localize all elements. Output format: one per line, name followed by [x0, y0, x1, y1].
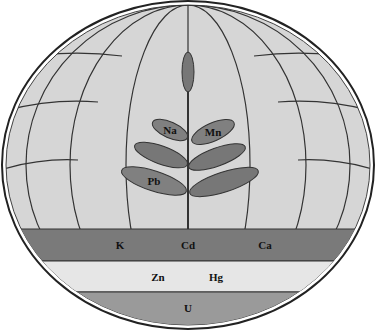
element-label: K: [116, 239, 125, 251]
plant-leaf: [187, 161, 262, 202]
band-shape: [0, 261, 376, 292]
soil-band: Zn Hg: [0, 261, 376, 292]
leaf-label: Pb: [117, 144, 191, 218]
element-label: Na: [163, 124, 176, 136]
element-label: Hg: [209, 271, 223, 283]
grid-lines: [0, 5, 376, 325]
soil-band: U: [0, 292, 376, 331]
leaf-label: Na: [148, 108, 192, 152]
element-label: U: [184, 302, 192, 314]
element-label: Ca: [258, 239, 271, 251]
element-label: Mn: [205, 126, 222, 138]
leaf-label: Mn: [187, 106, 239, 158]
element-label: Pb: [148, 175, 161, 187]
element-label: Cd: [181, 239, 195, 251]
soil-band: K Cd Ca: [0, 229, 376, 261]
plant-leaf: [182, 52, 194, 92]
element-label: Zn: [151, 271, 164, 283]
